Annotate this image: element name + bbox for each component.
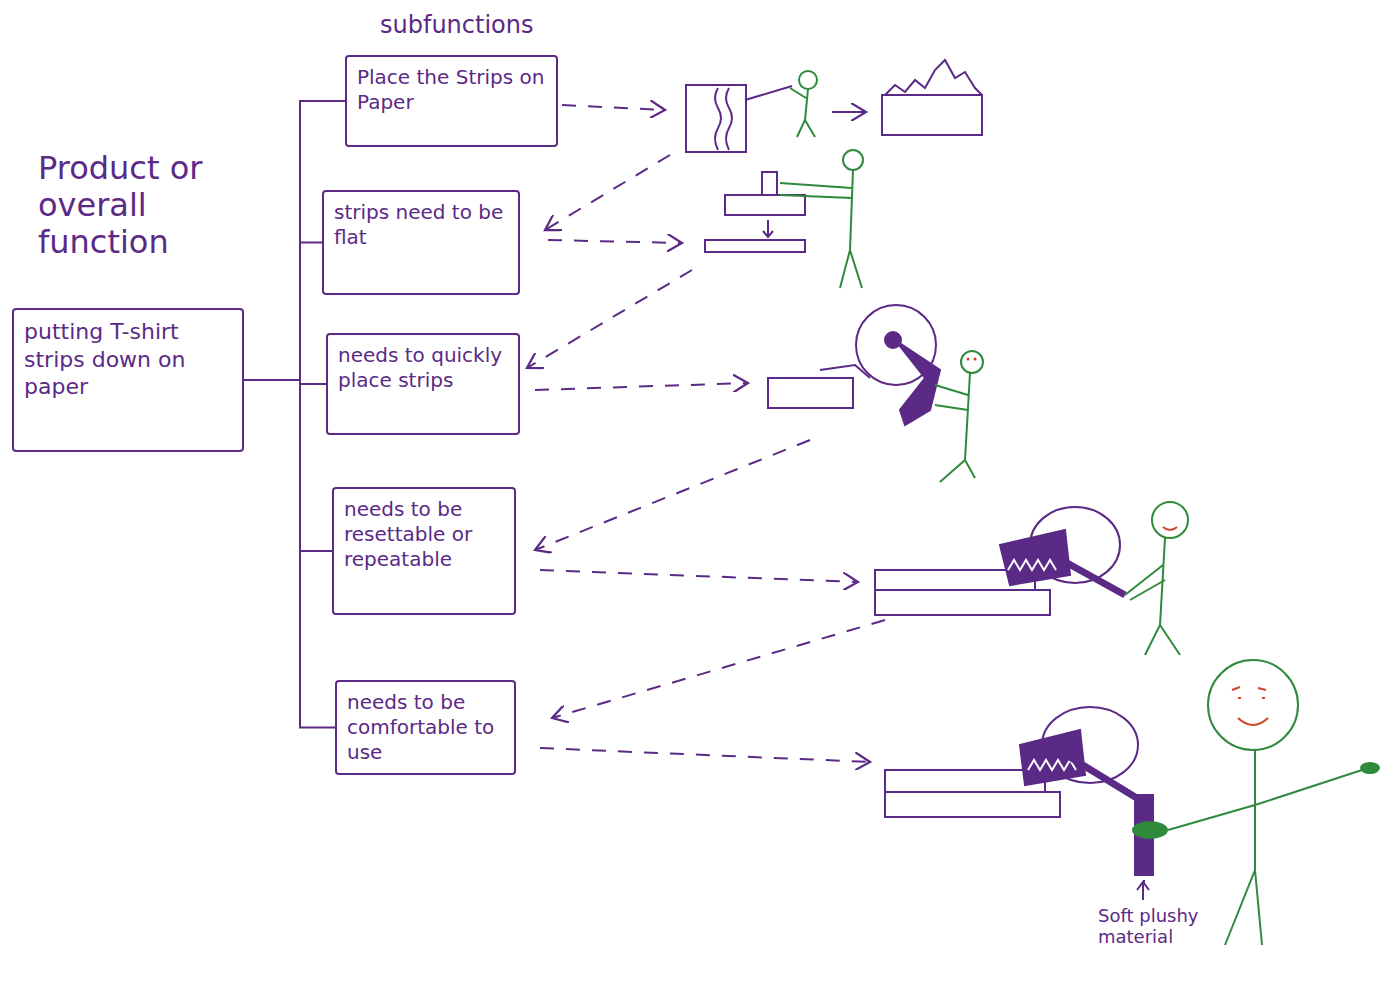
hand	[1361, 763, 1379, 773]
roller-axle	[885, 332, 901, 348]
placed-strips	[885, 60, 982, 95]
face	[974, 358, 977, 361]
box-label: Place the Strips on Paper	[357, 65, 546, 115]
box-label: strips need to be flat	[334, 200, 508, 250]
comb-teeth	[1028, 760, 1076, 770]
box-label: putting T-shirt strips down on paper	[24, 318, 232, 401]
base	[885, 770, 1045, 792]
dashed-arrow	[548, 240, 682, 243]
subfunction-box: needs to quickly place strips	[326, 333, 520, 435]
press-head	[725, 195, 805, 215]
stick-figure	[790, 88, 815, 137]
tree-connector	[244, 380, 332, 551]
tree-connector	[244, 380, 335, 728]
base	[875, 590, 1050, 615]
dashed-arrow	[552, 620, 885, 718]
box-label: needs to quickly place strips	[338, 343, 508, 393]
stick-figure	[1125, 538, 1180, 655]
stick-figure-head	[1208, 660, 1298, 750]
face	[967, 358, 970, 361]
arrow	[832, 111, 866, 113]
paper-sheet	[882, 95, 982, 135]
stick-figure-head	[843, 150, 863, 170]
strip-tool	[745, 86, 792, 100]
base	[885, 792, 1060, 817]
stick-figure	[935, 373, 975, 482]
subfunction-box: needs to be resettable or repeatable	[332, 487, 516, 615]
handle	[1040, 548, 1125, 595]
handle	[1055, 748, 1140, 800]
dashed-arrow	[540, 748, 870, 762]
green-grip	[1132, 821, 1168, 839]
face	[1232, 687, 1268, 725]
dashed-arrow	[527, 270, 692, 368]
roller-handle	[895, 340, 940, 425]
subfunction-box: strips need to be flat	[322, 190, 520, 295]
comb-teeth	[1008, 560, 1056, 570]
heading-label: Product or overall function	[38, 150, 253, 260]
table	[705, 240, 805, 252]
stick-figure-head	[961, 351, 983, 373]
press-top	[762, 172, 777, 195]
stick-figure	[780, 170, 862, 288]
stick-figure-head	[799, 71, 817, 89]
dashed-arrow	[535, 440, 810, 550]
strip	[820, 365, 870, 378]
subfunction-box: needs to be comfortable to use	[335, 680, 516, 775]
box-label: needs to be resettable or repeatable	[344, 497, 504, 572]
face	[1163, 527, 1177, 530]
dashed-arrow	[562, 105, 665, 110]
press-arrow	[763, 220, 773, 237]
tree-connector	[244, 243, 322, 381]
heading-label: subfunctions	[380, 12, 610, 40]
shirt-strip	[715, 88, 732, 150]
box-label: needs to be comfortable to use	[347, 690, 504, 765]
dashed-arrow	[545, 155, 670, 230]
leader-line	[1137, 882, 1149, 900]
subfunction-box: Place the Strips on Paper	[345, 55, 558, 147]
dashed-arrow	[535, 383, 748, 390]
stick-figure-head	[1152, 502, 1188, 538]
function-box: putting T-shirt strips down on paper	[12, 308, 244, 452]
paper-sheet	[686, 85, 746, 152]
callout-label: Soft plushy material	[1098, 906, 1208, 947]
base	[768, 378, 853, 408]
dashed-arrow	[540, 570, 858, 582]
